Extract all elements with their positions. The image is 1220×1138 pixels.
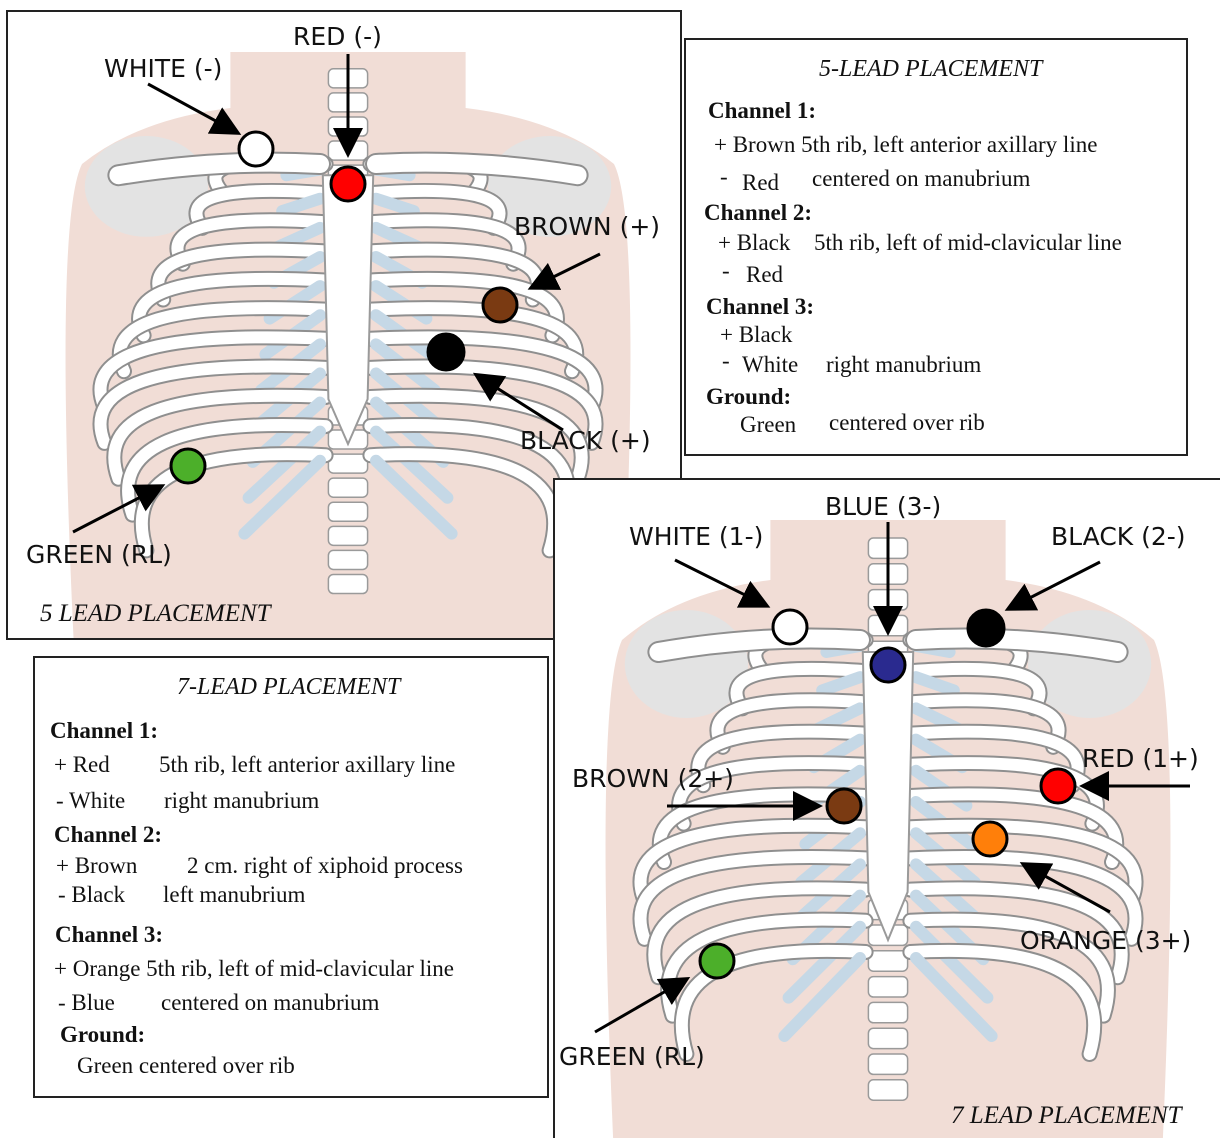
electrode-brown-7 — [827, 789, 861, 823]
five-lead-instructions: 5-LEAD PLACEMENT Channel 1: + Brown 5th … — [684, 38, 1188, 456]
electrode-white-7 — [773, 610, 807, 644]
arrow-black-7 — [1010, 562, 1100, 608]
seven-ch2-plus-loc: 2 cm. right of xiphoid process — [187, 853, 463, 879]
electrode-blue-7 — [871, 648, 905, 682]
five-ch2-plus-loc: 5th rib, left of mid-clavicular line — [814, 230, 1122, 256]
label-black-5: BLACK (+) — [520, 426, 651, 455]
five-ch3-minus-sign: - — [722, 348, 730, 374]
seven-ground-row: Green centered over rib — [77, 1053, 295, 1079]
seven-ch3-plus: + Orange 5th rib, left of mid-clavicular… — [54, 956, 454, 982]
label-red-5: RED (-) — [293, 22, 382, 51]
seven-ch1-minus-color: - White — [56, 788, 125, 814]
label-brown-5: BROWN (+) — [514, 212, 660, 241]
label-green-7: GREEN (RL) — [559, 1042, 705, 1071]
seven-ch3-heading: Channel 3: — [55, 922, 163, 948]
seven-ch3-minus-color: - Blue — [58, 990, 115, 1016]
five-lead-box-title: 5-LEAD PLACEMENT — [819, 56, 1042, 83]
electrode-green-7 — [700, 944, 734, 978]
label-white-5: WHITE (-) — [104, 54, 222, 83]
electrode-black-7 — [968, 610, 1004, 646]
seven-ch2-plus-color: + Brown — [56, 853, 137, 879]
electrode-red-5 — [331, 167, 365, 201]
seven-ch1-plus-loc: 5th rib, left anterior axillary line — [159, 752, 455, 778]
seven-lead-caption: 7 LEAD PLACEMENT — [951, 1102, 1182, 1130]
five-ground-heading: Ground: — [706, 384, 791, 410]
label-blue-7: BLUE (3-) — [825, 492, 941, 521]
five-ch2-plus-color: + Black — [718, 230, 790, 256]
arrow-white-7 — [675, 560, 765, 605]
label-brown-7: BROWN (2+) — [572, 764, 734, 793]
five-lead-caption: 5 LEAD PLACEMENT — [40, 600, 271, 628]
seven-ch1-minus-loc: right manubrium — [164, 788, 319, 814]
five-ch2-minus-sign: - — [722, 258, 730, 284]
five-ch3-minus-color: White — [742, 352, 798, 378]
five-ch3-heading: Channel 3: — [706, 294, 814, 320]
seven-ground-heading: Ground: — [60, 1022, 145, 1048]
electrode-orange-7 — [973, 822, 1007, 856]
electrode-green-5 — [171, 449, 205, 483]
seven-ch1-heading: Channel 1: — [50, 718, 158, 744]
five-ch1-minus-color: Red — [742, 170, 779, 196]
seven-ch2-heading: Channel 2: — [54, 822, 162, 848]
label-white-7: WHITE (1-) — [629, 522, 763, 551]
arrow-black-5 — [478, 376, 563, 430]
seven-ch2-minus-color: - Black — [58, 882, 125, 908]
arrow-green-5 — [73, 487, 160, 532]
label-black-7: BLACK (2-) — [1051, 522, 1186, 551]
seven-ch3-minus-loc: centered on manubrium — [161, 990, 379, 1016]
arrow-orange-7 — [1025, 865, 1110, 912]
five-ch1-plus: + Brown 5th rib, left anterior axillary … — [714, 132, 1097, 158]
arrow-brown-5 — [533, 254, 600, 287]
arrow-white-5 — [148, 84, 236, 132]
label-orange-7: ORANGE (3+) — [1020, 926, 1191, 955]
label-red-7: RED (1+) — [1082, 744, 1199, 773]
five-ch2-heading: Channel 2: — [704, 200, 812, 226]
seven-lead-electrodes — [555, 480, 1220, 1138]
five-ch3-plus: + Black — [720, 322, 792, 348]
label-green-5: GREEN (RL) — [26, 540, 172, 569]
five-ground-color: Green — [740, 412, 796, 438]
seven-lead-instructions: 7-LEAD PLACEMENT Channel 1: + Red 5th ri… — [33, 656, 549, 1098]
electrode-brown-5 — [483, 288, 517, 322]
seven-lead-box-title: 7-LEAD PLACEMENT — [177, 674, 400, 701]
seven-lead-panel: BLUE (3-) WHITE (1-) BLACK (2-) RED (1+)… — [553, 478, 1220, 1138]
electrode-red-7 — [1041, 769, 1075, 803]
electrode-black-5 — [428, 334, 464, 370]
five-ground-loc: centered over rib — [829, 410, 985, 436]
five-ch1-minus-sign: - — [720, 164, 728, 190]
arrow-green-7 — [595, 980, 685, 1032]
seven-ch2-minus-loc: left manubrium — [163, 882, 305, 908]
seven-ch1-plus-color: + Red — [54, 752, 110, 778]
five-ch3-minus-loc: right manubrium — [826, 352, 981, 378]
electrode-white-5 — [239, 132, 273, 166]
five-ch2-minus-color: Red — [746, 262, 783, 288]
five-ch1-minus-loc: centered on manubrium — [812, 166, 1030, 192]
five-ch1-heading: Channel 1: — [708, 98, 816, 124]
